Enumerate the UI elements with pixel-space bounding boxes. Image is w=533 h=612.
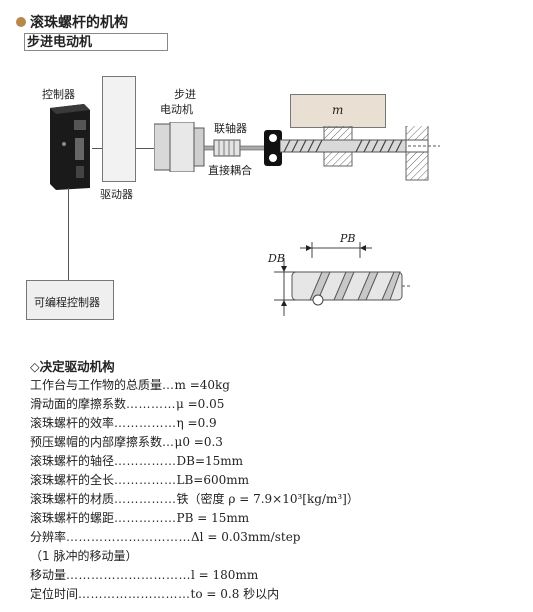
mass-label: m [332, 103, 344, 117]
controller-label: 控制器 [42, 88, 75, 101]
spec-name: 预压螺帽的内部摩擦系数 [30, 435, 163, 449]
spec-row: 滚珠螺杆的效率……………η =0.9 [30, 414, 217, 431]
spec-value: to = 0.8 秒以内 [190, 587, 280, 601]
page-heading: 滚珠螺杆的机构 [16, 12, 128, 32]
spec-dots: …………… [114, 473, 177, 487]
plc-box [26, 280, 114, 320]
spec-row: 分辨率…………………………Δl = 0.03mm/step [30, 528, 301, 545]
db-label: DB [268, 252, 285, 265]
plc-label: 可编程控制器 [34, 296, 100, 309]
spec-dots: ………………………… [66, 568, 192, 582]
spec-value: PB = 15mm [176, 511, 250, 525]
spec-value: LB=600mm [176, 473, 250, 487]
spec-dots: ……………………… [78, 587, 191, 601]
pb-label: PB [340, 232, 356, 245]
spec-value: Δl = 0.03mm/step [191, 530, 301, 544]
spec-value: DB=15mm [176, 454, 244, 468]
spec-name: 滑动面的摩擦系数 [30, 397, 127, 411]
coupling-icon [203, 136, 267, 160]
driver-to-motor-line [136, 148, 154, 149]
spec-value: μ =0.05 [176, 397, 225, 411]
motor-label-line2: 电动机 [160, 103, 193, 116]
coupling-label: 联轴器 [214, 122, 247, 135]
spec-row: 滚珠螺杆的螺距……………PB = 15mm [30, 509, 249, 526]
spec-row: （1 脉冲的移动量） [30, 547, 137, 564]
spec-row: 滑动面的摩擦系数…………μ =0.05 [30, 395, 224, 412]
spec-name: 滚珠螺杆的全长 [30, 473, 115, 487]
spec-name: （1 脉冲的移动量） [30, 549, 138, 563]
spec-value: 铁（密度 ρ = 7.9×10³[kg/m³]） [176, 492, 359, 506]
spec-name: 定位时间 [30, 587, 79, 601]
spec-row: 定位时间………………………to = 0.8 秒以内 [30, 585, 279, 602]
controller-icon [44, 104, 92, 190]
spec-dots: …………… [114, 454, 177, 468]
spec-name: 滚珠螺杆的材质 [30, 492, 115, 506]
spec-dots: …………… [114, 492, 177, 506]
mass-table [290, 94, 386, 128]
spec-name: 滚珠螺杆的轴径 [30, 454, 115, 468]
spec-title: ◇决定驱动机构 [30, 359, 115, 374]
spec-dots: ………………………… [66, 530, 192, 544]
direct-coupling-label: 直接耦合 [208, 164, 252, 177]
spec-dots: … [162, 435, 175, 449]
spec-row: 滚珠螺杆的全长……………LB=600mm [30, 471, 249, 488]
bearing-icon [264, 130, 282, 166]
controller-to-driver-line [92, 148, 102, 149]
heading-text: 滚珠螺杆的机构 [30, 15, 128, 31]
spec-value: μ0 =0.3 [174, 435, 223, 449]
spec-dots: ………… [126, 397, 177, 411]
motor-label-line1: 步进 [174, 88, 196, 101]
stepper-motor-icon [153, 121, 206, 173]
screw-detail-icon [262, 228, 412, 318]
subtitle-box: 步进电动机 [24, 33, 168, 51]
spec-dots: …………… [114, 416, 177, 430]
spec-value: η =0.9 [176, 416, 217, 430]
spec-value: m =40kg [174, 378, 230, 392]
spec-name: 滚珠螺杆的效率 [30, 416, 115, 430]
heading-bullet-icon [16, 17, 26, 27]
spec-dots: … [162, 378, 175, 392]
driver-box [102, 76, 136, 182]
spec-value: l = 180mm [191, 568, 259, 582]
spec-name: 分辨率 [30, 530, 67, 544]
spec-name: 移动量 [30, 568, 67, 582]
spec-row: 工作台与工作物的总质量…m =40kg [30, 376, 230, 393]
controller-to-plc-line [68, 188, 69, 280]
spec-row: 预压螺帽的内部摩擦系数…μ0 =0.3 [30, 433, 223, 450]
spec-row: 移动量…………………………l = 180mm [30, 566, 258, 583]
spec-name: 工作台与工作物的总质量 [30, 378, 163, 392]
ball-screw-icon [279, 119, 440, 182]
spec-row: 滚珠螺杆的轴径……………DB=15mm [30, 452, 243, 469]
spec-row: 滚珠螺杆的材质……………铁（密度 ρ = 7.9×10³[kg/m³]） [30, 490, 359, 507]
spec-name: 滚珠螺杆的螺距 [30, 511, 115, 525]
driver-label: 驱动器 [100, 188, 133, 201]
spec-dots: …………… [114, 511, 177, 525]
